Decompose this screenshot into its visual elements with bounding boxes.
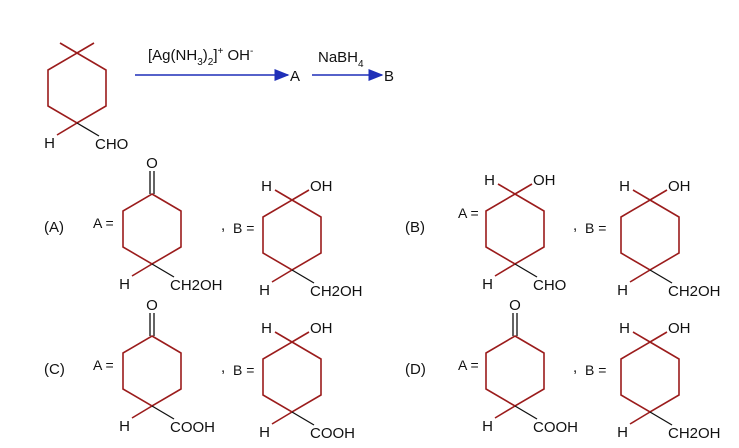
- comma: ,: [573, 359, 577, 376]
- cyclohexane-ring: [620, 199, 680, 271]
- hydrogen-label: H: [617, 424, 628, 441]
- h-bond: [629, 269, 651, 283]
- hydrogen-label: H: [261, 320, 272, 337]
- h-bond: [131, 405, 153, 419]
- hydroxyl-label: OH: [310, 320, 333, 337]
- h-bond: [131, 263, 153, 277]
- hydrogen-label: H: [482, 276, 493, 293]
- oh-bond: [649, 331, 668, 343]
- h-bond: [632, 189, 651, 201]
- substituent-bond: [151, 263, 175, 278]
- hydrogen-label: H: [119, 418, 130, 435]
- cyclohexane-ring: [47, 52, 107, 124]
- a-equals-label: A =: [458, 205, 479, 221]
- comma: ,: [221, 359, 225, 376]
- hydrogen-label: H: [259, 424, 270, 441]
- oh-bond: [76, 42, 95, 54]
- option-label: (D): [405, 361, 426, 378]
- substituent-bond: [76, 122, 100, 137]
- oh-bond: [514, 183, 533, 195]
- product-b-label: B: [384, 68, 394, 85]
- h-bond: [271, 269, 293, 283]
- b-equals-label: B =: [233, 220, 254, 236]
- b-equals-label: B =: [585, 220, 606, 236]
- hydroxyl-label: OH: [310, 178, 333, 195]
- oxygen-label: O: [509, 297, 521, 314]
- hydrogen-label: H: [259, 282, 270, 299]
- product-a-label: A: [290, 68, 300, 85]
- hydrogen-label: H: [617, 282, 628, 299]
- oxygen-label: O: [146, 297, 158, 314]
- substituent-label: CH2OH: [668, 425, 721, 442]
- substituent-label: COOH: [533, 419, 578, 436]
- oh-bond: [291, 331, 310, 343]
- hydroxyl-label: OH: [668, 320, 691, 337]
- option-label: (A): [44, 219, 64, 236]
- h-bond: [271, 411, 293, 425]
- hydrogen-label: H: [484, 172, 495, 189]
- b-equals-label: B =: [585, 362, 606, 378]
- oh-bond: [291, 189, 310, 201]
- comma: ,: [573, 217, 577, 234]
- hydroxyl-label: OH: [533, 172, 556, 189]
- cyclohexane-ring: [262, 341, 322, 413]
- hydrogen-label: H: [482, 418, 493, 435]
- a-equals-label: A =: [93, 215, 114, 231]
- starting-material: H CHO: [44, 42, 128, 153]
- hydrogen-label: H: [44, 135, 55, 152]
- cyclohexane-ring: [620, 341, 680, 413]
- a-equals-label: A =: [93, 357, 114, 373]
- hydroxyl-label: OH: [668, 178, 691, 195]
- substituent-bond: [514, 263, 538, 278]
- reagent-1: [Ag(NH3)2]+ OH-: [148, 46, 253, 68]
- hydrogen-label: H: [119, 276, 130, 293]
- substituent-bond: [151, 405, 175, 420]
- reagent-2: NaBH4: [318, 49, 364, 70]
- substituent-bond: [649, 269, 673, 284]
- b-equals-label: B =: [233, 362, 254, 378]
- hydrogen-label: H: [261, 178, 272, 195]
- oxygen-label: O: [146, 155, 158, 172]
- substituent-label: CHO: [95, 136, 128, 153]
- substituent-label: COOH: [310, 425, 355, 442]
- substituent-label: CH2OH: [170, 277, 223, 294]
- a-equals-label: A =: [458, 357, 479, 373]
- h-bond: [274, 189, 293, 201]
- cyclohexane-ring: [485, 335, 545, 407]
- oh-bond: [649, 189, 668, 201]
- cyclohexane-ring: [485, 193, 545, 265]
- cyclohexane-ring: [122, 335, 182, 407]
- hydrogen-label: H: [619, 320, 630, 337]
- cyclohexane-ring: [262, 199, 322, 271]
- substituent-bond: [291, 411, 315, 426]
- h-bond: [494, 263, 516, 277]
- substituent-label: COOH: [170, 419, 215, 436]
- option-label: (B): [405, 219, 425, 236]
- option-label: (C): [44, 361, 65, 378]
- substituent-label: CH2OH: [310, 283, 363, 300]
- h-bond: [274, 331, 293, 343]
- substituent-label: CHO: [533, 277, 566, 294]
- substituent-bond: [649, 411, 673, 426]
- h-bond: [494, 405, 516, 419]
- hydrogen-label: H: [619, 178, 630, 195]
- cyclohexane-ring: [122, 193, 182, 265]
- option-b[interactable]: (B) A = H OH H CHO, B = H OH H CH2OH: [405, 172, 721, 300]
- h-bond: [56, 122, 78, 136]
- h-bond: [629, 411, 651, 425]
- substituent-label: CH2OH: [668, 283, 721, 300]
- h-bond: [497, 183, 516, 195]
- substituent-bond: [514, 405, 538, 420]
- comma: ,: [221, 217, 225, 234]
- h-bond: [632, 331, 651, 343]
- substituent-bond: [291, 269, 315, 284]
- h-bond: [59, 42, 78, 54]
